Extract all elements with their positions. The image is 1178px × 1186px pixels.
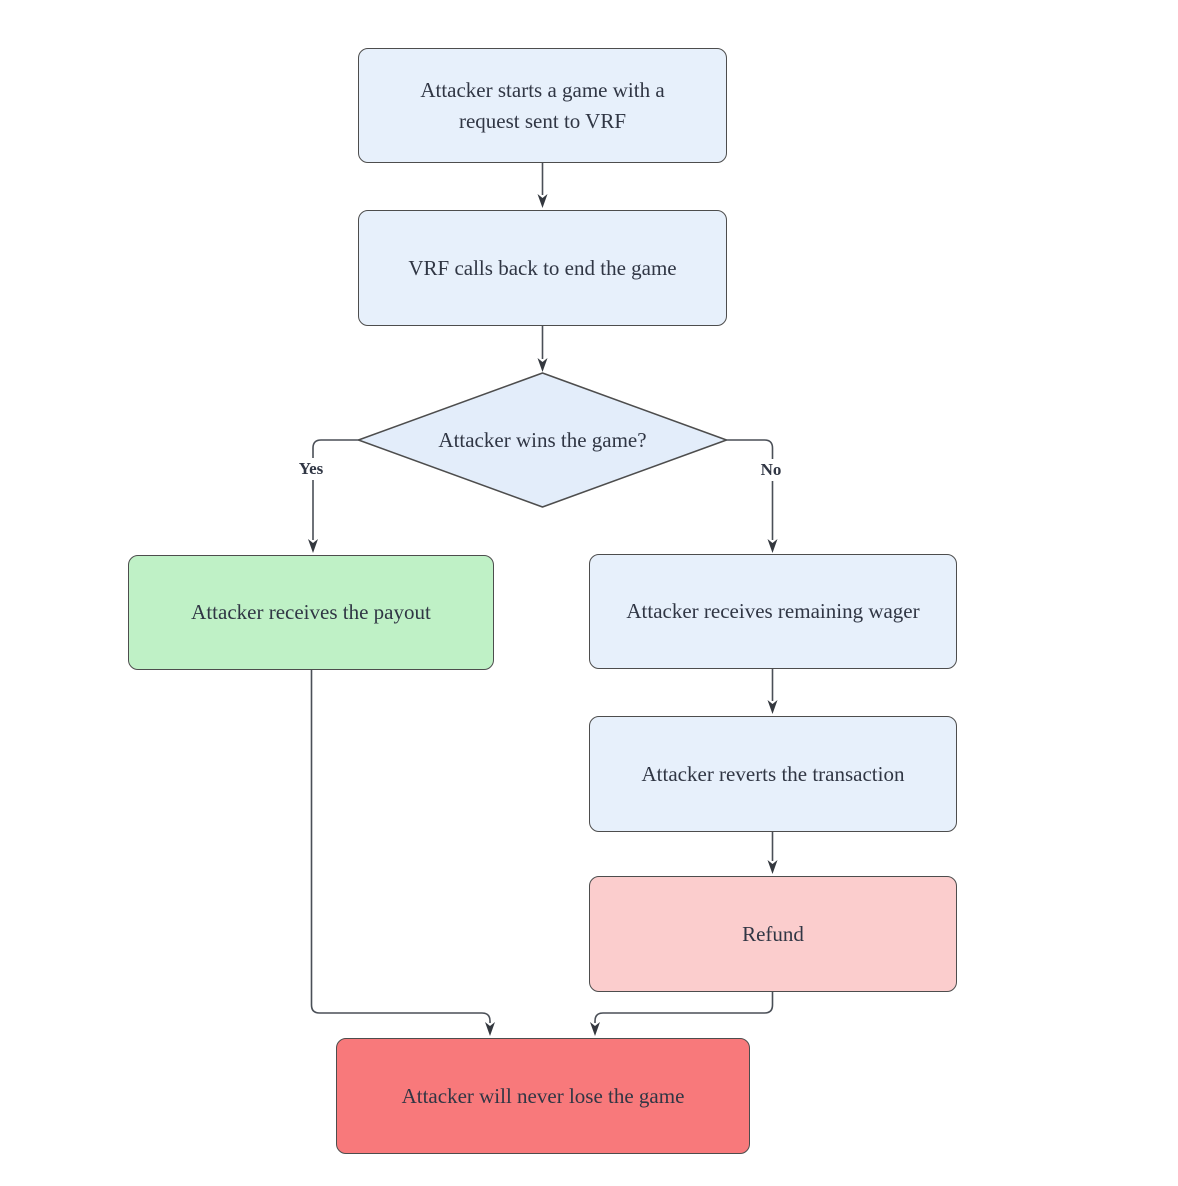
node-vrf-callback-label: VRF calls back to end the game (408, 255, 677, 280)
node-receives-remaining-wager: Attacker receives remaining wager (589, 554, 957, 669)
arrowhead-no-branch (767, 539, 778, 553)
arrowhead-revert-to-refund (767, 860, 778, 874)
arrowhead-payout-to-final (485, 1022, 495, 1036)
no-branch-label: No (756, 459, 786, 481)
connector-yes-branch (312, 439, 359, 540)
node-vrf-callback: VRF calls back to end the game (358, 210, 727, 326)
connector-refund-to-final (594, 992, 774, 1023)
arrowhead-yes-branch (308, 539, 318, 553)
node-refund: Refund (589, 876, 957, 992)
node-reverts-transaction-label: Attacker reverts the transaction (641, 761, 905, 786)
node-start: Attacker starts a game with a request se… (358, 48, 727, 163)
decision-diamond-shape (357, 372, 728, 508)
decision-label: Attacker wins the game? (438, 427, 647, 452)
node-never-lose-label: Attacker will never lose the game (401, 1083, 685, 1108)
node-start-label: Attacker starts a game with a request se… (420, 78, 665, 133)
arrowhead-wager-to-revert (767, 700, 778, 714)
node-never-lose: Attacker will never lose the game (336, 1038, 750, 1154)
node-receives-remaining-wager-label: Attacker receives remaining wager (626, 599, 920, 624)
yes-branch-label: Yes (294, 458, 328, 480)
arrowhead-start-to-vrf (537, 194, 548, 208)
arrowhead-refund-to-final (590, 1022, 600, 1036)
node-reverts-transaction: Attacker reverts the transaction (589, 716, 957, 832)
arrowhead-vrf-to-decision (537, 358, 548, 372)
node-receives-payout-label: Attacker receives the payout (191, 600, 431, 625)
node-refund-label: Refund (742, 921, 804, 946)
connector-no-branch (726, 439, 774, 540)
node-receives-payout: Attacker receives the payout (128, 555, 494, 670)
connector-payout-to-final (310, 670, 491, 1023)
decision-attacker-wins: Attacker wins the game? (358, 373, 727, 507)
